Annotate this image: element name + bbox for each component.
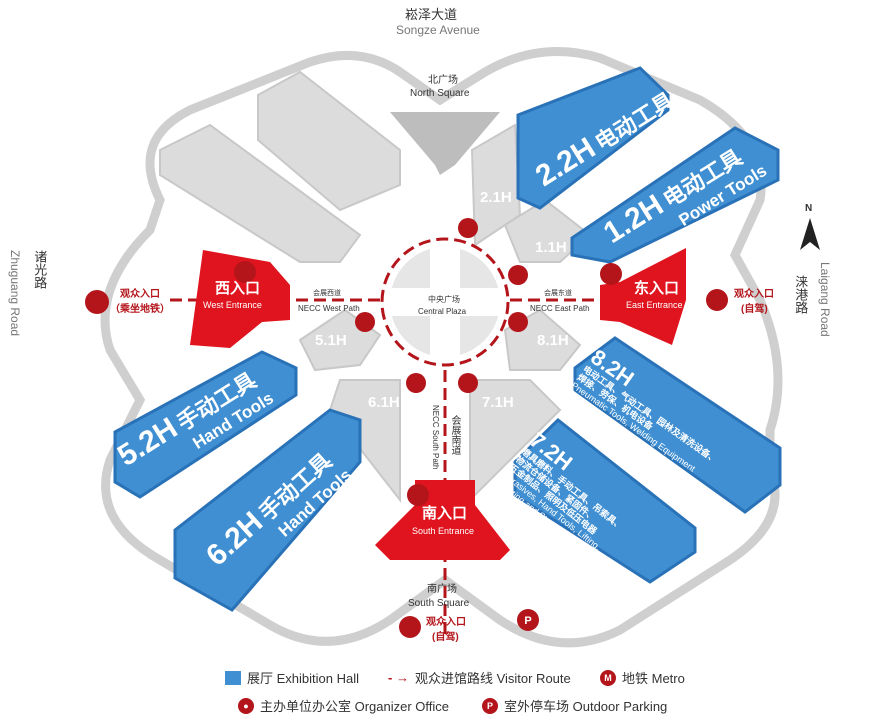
east-path-en: NECC East Path [530, 304, 590, 313]
hall-5-1h[interactable]: 5.1H [315, 332, 347, 349]
car-icon-east [706, 289, 728, 311]
east-car-entry-line1: 观众入口 [734, 289, 774, 300]
south-entrance-cn[interactable]: 南入口 [422, 505, 468, 522]
west-entrance-cn[interactable]: 西入口 [215, 280, 261, 297]
south-car-entry-line2: (自驾) [432, 632, 459, 643]
road-east-en: Laigang Road [818, 262, 833, 337]
west-entrance-shape [190, 250, 290, 348]
north-square [390, 112, 500, 175]
svg-text:P: P [524, 615, 531, 627]
south-path-cn: 会展南道 [449, 415, 460, 455]
metro-entry-line2: （乘坐地铁） [110, 304, 170, 315]
south-square-cn: 南广场 [427, 584, 457, 595]
south-entrance-en[interactable]: South Entrance [412, 526, 475, 536]
hall-6-1h[interactable]: 6.1H [368, 394, 400, 411]
organizer-office-icon: ● [238, 697, 254, 714]
blue-halls [113, 66, 782, 612]
metro-icon: M [600, 669, 616, 686]
central-route-ring [380, 237, 510, 367]
east-entrance-en[interactable]: East Entrance [626, 300, 683, 310]
legend-office: ●主办单位办公室 Organizer Office [238, 696, 449, 715]
west-entrance-en[interactable]: West Entrance [203, 300, 262, 310]
central-plaza-en: Central Plaza [418, 307, 467, 316]
parking-icon [517, 609, 539, 631]
hall-7-1h[interactable]: 7.1H [482, 394, 514, 411]
south-path-en: NECC South Path [430, 405, 440, 470]
north-square-cn: 北广场 [428, 75, 458, 86]
north-arrow-icon [800, 218, 820, 250]
legend-route: - →观众进馆路线 Visitor Route [388, 670, 571, 686]
south-square-en: South Square [408, 598, 470, 609]
parking-icon: P [482, 697, 498, 714]
hall-8-1h[interactable]: 8.1H [537, 332, 569, 349]
metro-icons [85, 218, 528, 393]
hall-swatch-icon [225, 670, 241, 685]
hall-1-1h[interactable]: 1.1H [535, 239, 567, 256]
north-square-en: North Square [410, 88, 470, 99]
metro-entry-line1: 观众入口 [120, 289, 160, 300]
road-east-cn: 涞港路 [793, 275, 809, 314]
hall-2-1h[interactable]: 2.1H [480, 189, 512, 206]
east-path-cn: 会展东道 [544, 290, 572, 297]
legend-hall: 展厅 Exhibition Hall [225, 668, 359, 687]
road-west-en: Zhuguang Road [8, 250, 23, 337]
venue-outline [100, 47, 783, 648]
west-path-cn: 会展西道 [313, 290, 341, 297]
central-plaza-cn: 中央广场 [428, 295, 460, 304]
car-icon-south [399, 616, 421, 638]
east-entrance-cn[interactable]: 东入口 [634, 280, 680, 297]
road-north-cn: 崧泽大道 [405, 7, 458, 22]
south-car-entry-line1: 观众入口 [426, 617, 466, 628]
east-car-entry-line2: (自驾) [741, 304, 768, 315]
grey-halls [159, 70, 592, 503]
organizer-office-icons [234, 261, 622, 506]
compass-label: N [805, 203, 813, 214]
road-west-cn: 诸光路 [32, 250, 48, 289]
route-arrow-icon: - → [388, 670, 409, 685]
west-path-en: NECC West Path [298, 304, 360, 313]
road-north-en: Songze Avenue [396, 23, 480, 37]
entrances [190, 248, 686, 560]
